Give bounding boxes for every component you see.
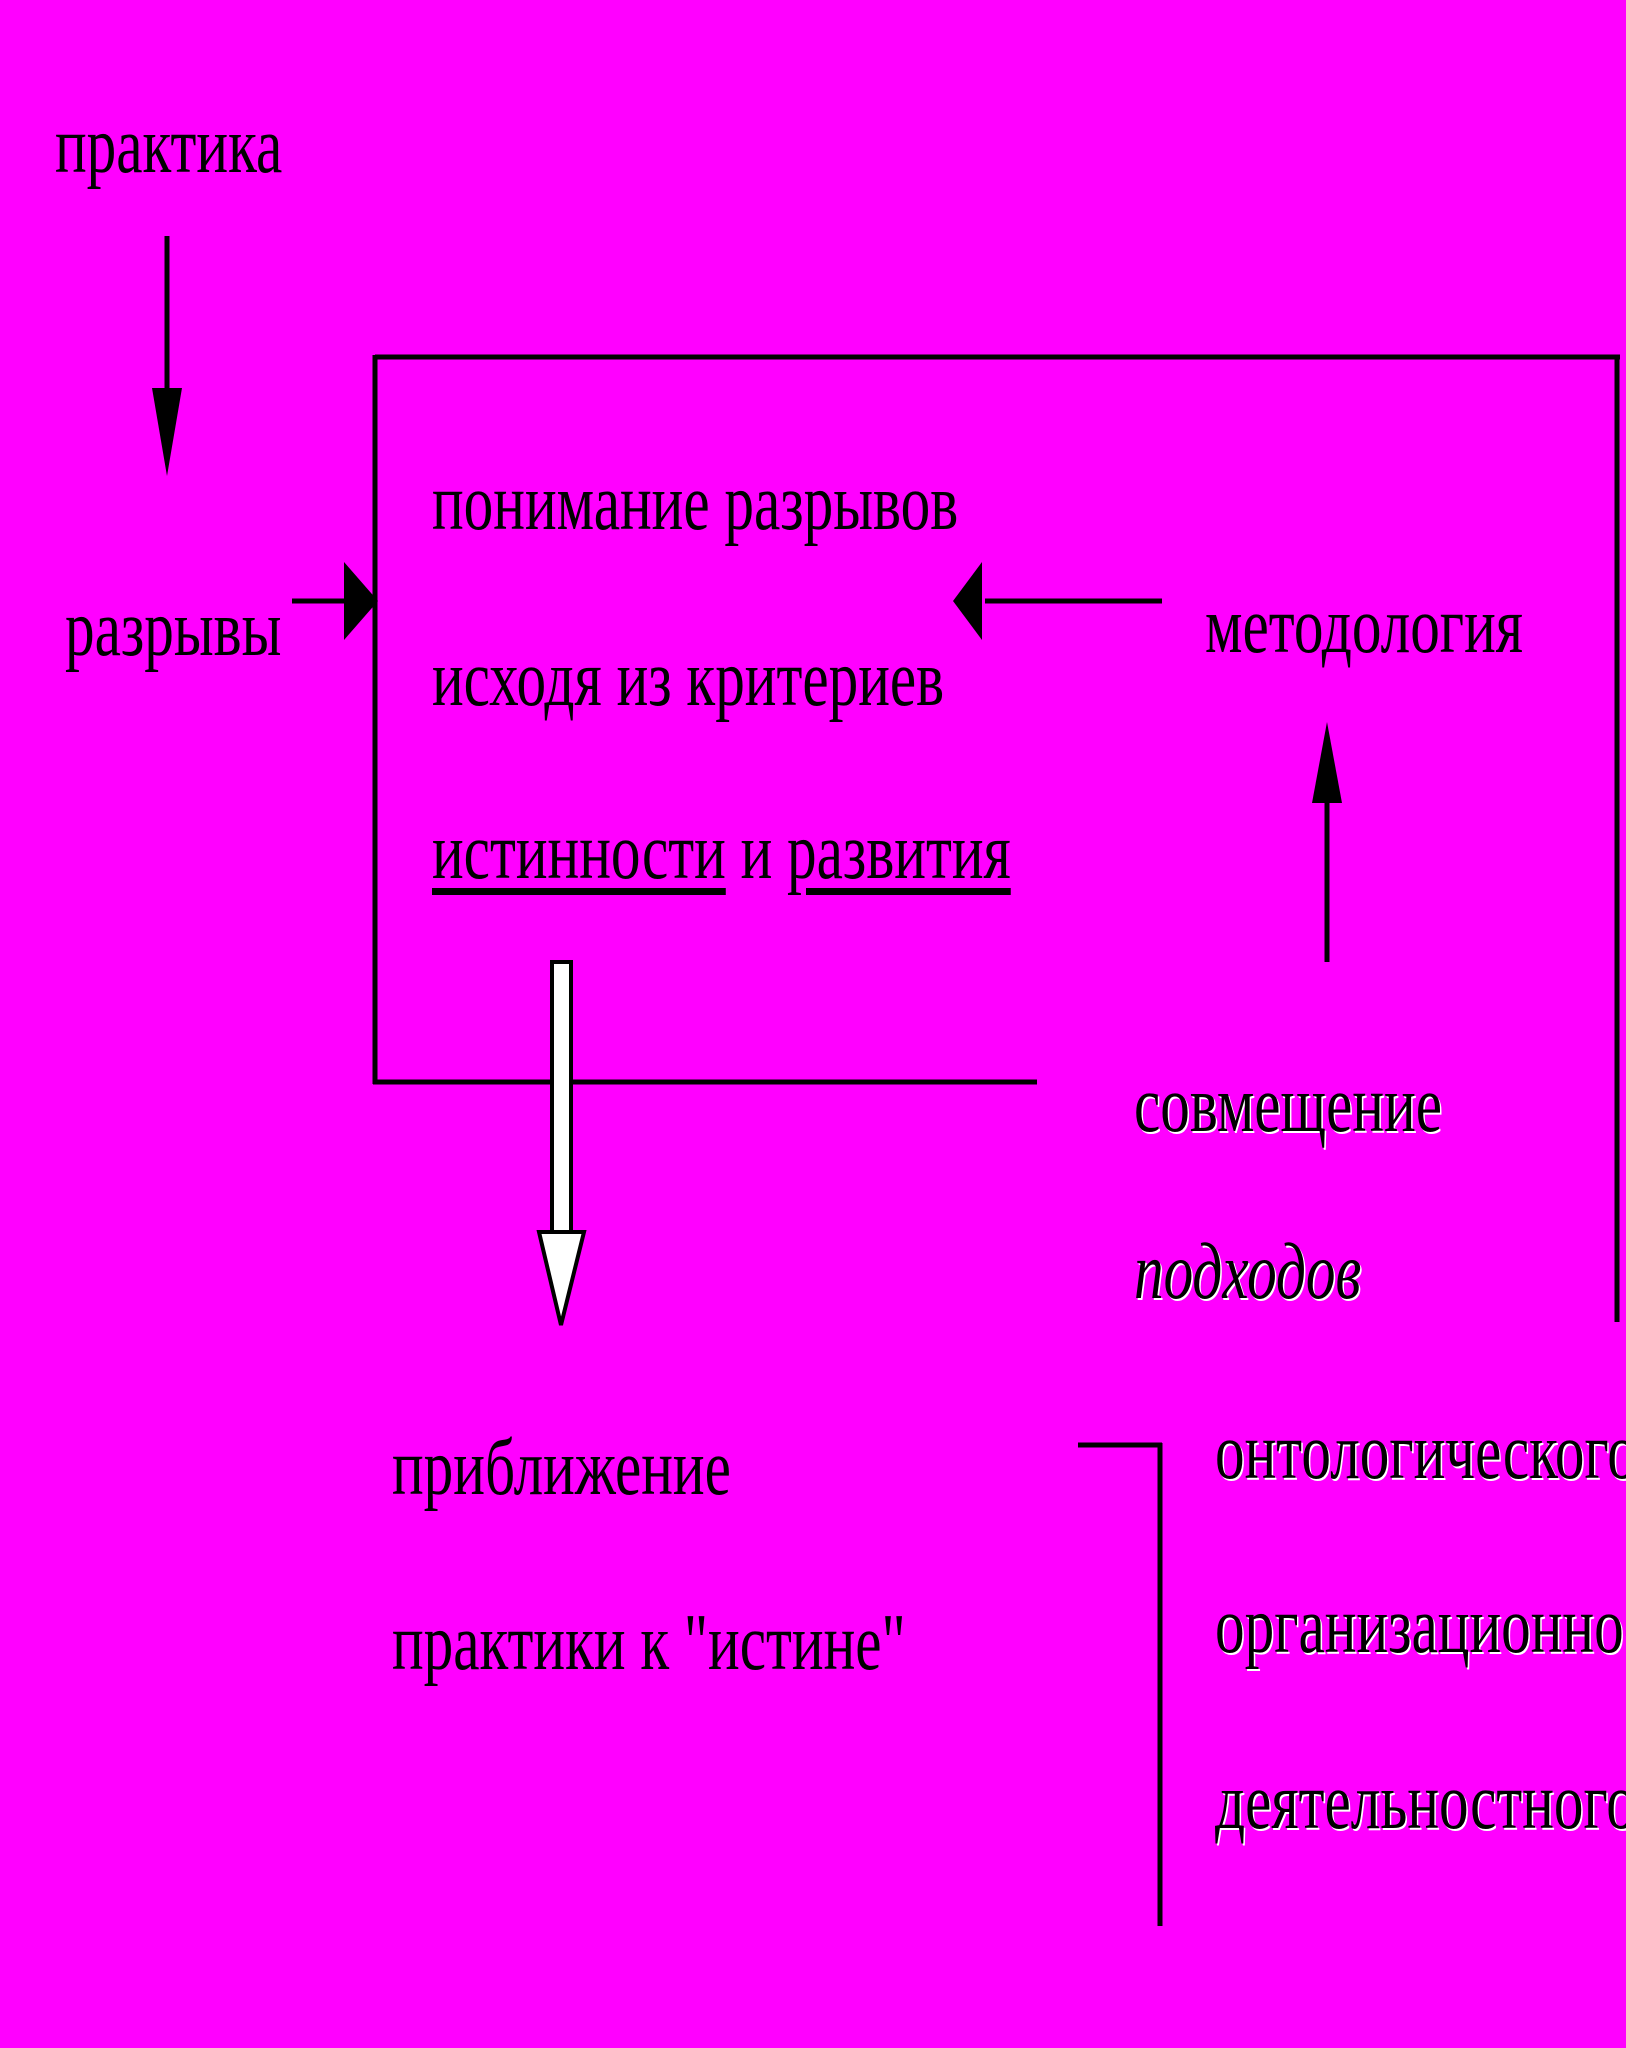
conjunction-i: и	[740, 808, 773, 896]
criterion-razvitie: развития	[787, 808, 1011, 896]
node-praktika: практика	[55, 102, 283, 190]
approach-ontologicheskiy: онтологического	[1215, 1408, 1626, 1496]
arrow-sovmeshchenie-to-metodologiya	[1312, 722, 1342, 962]
hollow-arrow-center-to-priblizhenie	[536, 960, 587, 1326]
center-line-2: исходя из критериев	[432, 635, 945, 723]
node-metodologiya: методология	[1205, 582, 1524, 670]
arrow-razryvy-to-frame	[292, 562, 378, 640]
arrow-metodologiya-to-center	[953, 562, 1162, 640]
node-razryvy: разрывы	[65, 585, 282, 673]
approach-organizatsionno: организационно-	[1215, 1582, 1626, 1670]
node-priblizhenie-line-2: практики к "истине"	[392, 1599, 906, 1687]
node-sovmeshchenie: совмещение	[1134, 1061, 1443, 1149]
approach-deyatelnostnyy: деятельностного	[1215, 1758, 1626, 1846]
criterion-istinnost: истинности	[432, 808, 726, 896]
node-priblizhenie-line-1: приближение	[392, 1424, 731, 1512]
center-line-3: истинности и развития	[432, 812, 1011, 892]
arrow-praktika-to-razryvy	[152, 236, 182, 476]
center-line-1: понимание разрывов	[432, 459, 959, 547]
node-podkhodov: подходов	[1134, 1228, 1362, 1316]
